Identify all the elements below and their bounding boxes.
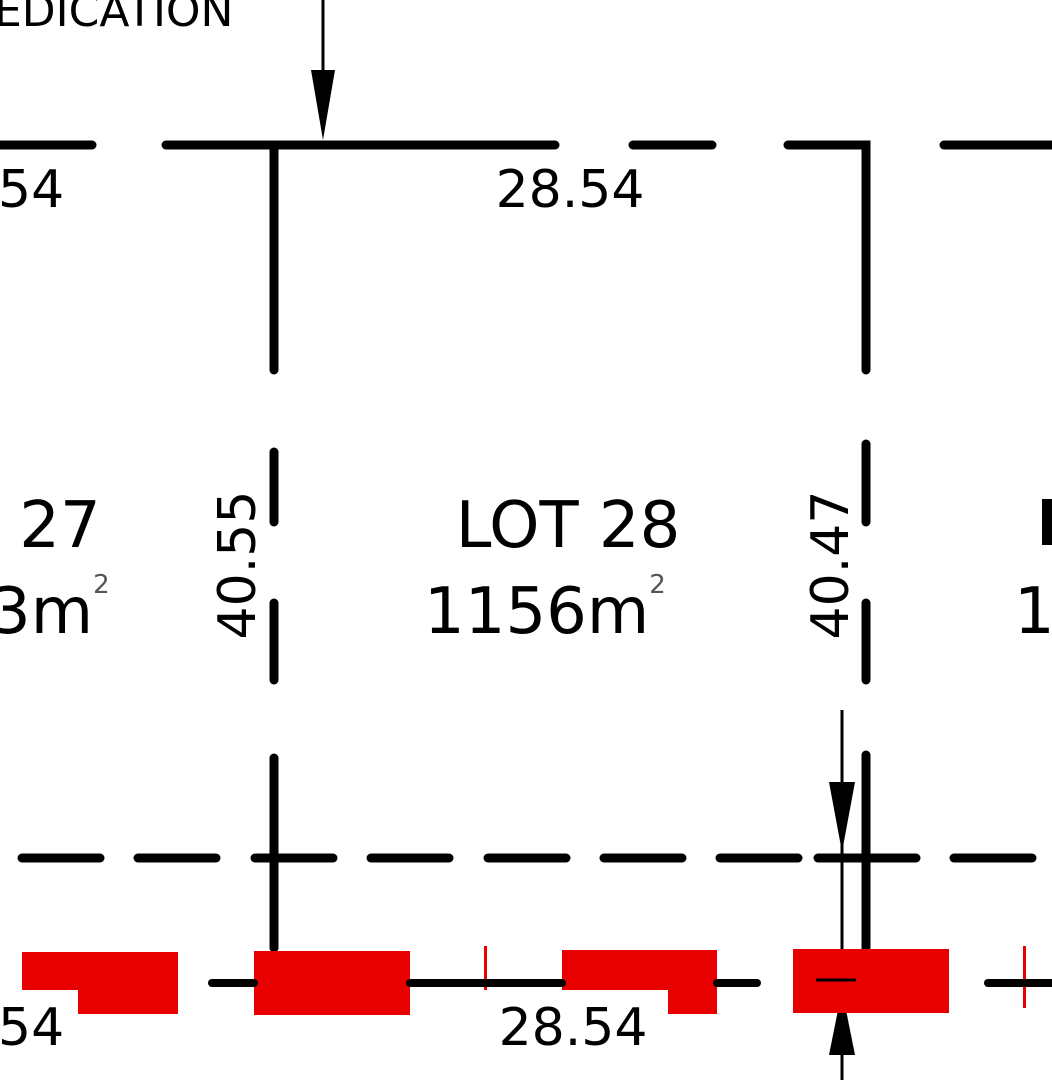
dimension-bottom-left: 54 xyxy=(0,998,64,1058)
marker-lot-28-left xyxy=(254,951,410,1015)
lot-27-area: 3m2 xyxy=(0,570,110,649)
lot-28-label: LOT 28 xyxy=(456,489,681,563)
dimension-top-middle: 28.54 xyxy=(496,160,645,220)
top-boundary-line xyxy=(0,140,1052,375)
lot-28-area: 1156m2 xyxy=(424,570,666,649)
lot-29-area: 1 xyxy=(1014,575,1052,649)
marker-lot-28-middle xyxy=(562,950,717,1014)
dedication-note: EDICATION xyxy=(0,0,233,37)
lot-29-label-fragment xyxy=(1042,499,1052,545)
dimension-right-side: 40.47 xyxy=(801,491,861,640)
dimension-top-left: 54 xyxy=(0,160,64,220)
lot-27-label: 27 xyxy=(19,489,100,563)
dedication-arrow-head xyxy=(311,70,335,140)
marker-left xyxy=(22,952,178,1014)
tick-mark xyxy=(1023,946,1026,1008)
dimension-left-side: 40.55 xyxy=(208,491,268,640)
dimension-bottom-middle: 28.54 xyxy=(499,998,648,1058)
tick-mark xyxy=(484,946,487,990)
offset-dimension xyxy=(829,710,855,1080)
